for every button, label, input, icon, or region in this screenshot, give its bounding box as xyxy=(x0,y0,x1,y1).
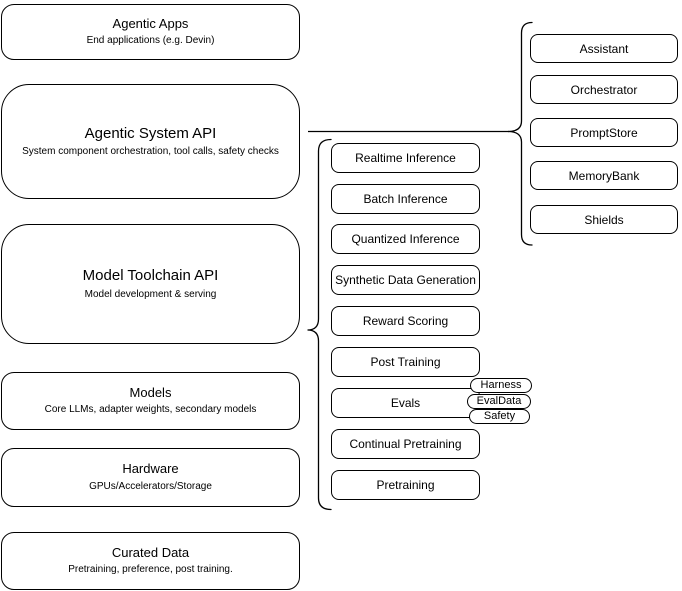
eval-tag-safety: Safety xyxy=(469,409,530,424)
node-pretraining: Pretraining xyxy=(331,470,480,500)
node-subtitle: System component orchestration, tool cal… xyxy=(22,146,279,158)
node-agentic-system-api: Agentic System API System component orch… xyxy=(1,84,300,199)
node-post-training: Post Training xyxy=(331,347,480,377)
node-title: Agentic System API xyxy=(84,124,217,142)
eval-tag-harness: Harness xyxy=(470,378,532,393)
node-quantized-inference: Quantized Inference xyxy=(331,224,480,254)
node-agentic-apps: Agentic Apps End applications (e.g. Devi… xyxy=(1,4,300,60)
node-continual-pretraining: Continual Pretraining xyxy=(331,429,480,459)
middle-column-brace xyxy=(307,138,332,511)
node-realtime-inference: Realtime Inference xyxy=(331,143,480,173)
node-batch-inference: Batch Inference xyxy=(331,184,480,214)
node-model-toolchain-api: Model Toolchain API Model development & … xyxy=(1,224,300,344)
node-title: Agentic Apps xyxy=(112,15,189,31)
node-curated-data: Curated Data Pretraining, preference, po… xyxy=(1,532,300,590)
node-subtitle: End applications (e.g. Devin) xyxy=(86,35,215,47)
node-hardware: Hardware GPUs/Accelerators/Storage xyxy=(1,448,300,507)
node-memorybank: MemoryBank xyxy=(530,161,678,190)
node-reward-scoring: Reward Scoring xyxy=(331,306,480,336)
node-subtitle: Model development & serving xyxy=(84,288,217,300)
node-promptstore: PromptStore xyxy=(530,118,678,147)
right-column-brace xyxy=(507,21,533,246)
node-synthetic-data-generation: Synthetic Data Generation xyxy=(331,265,480,295)
node-shields: Shields xyxy=(530,205,678,234)
node-subtitle: Core LLMs, adapter weights, secondary mo… xyxy=(44,404,257,416)
eval-tag-evaldata: EvalData xyxy=(467,394,531,409)
node-title: Model Toolchain API xyxy=(82,267,219,285)
node-title: Curated Data xyxy=(111,544,190,560)
node-title: Hardware xyxy=(122,461,179,477)
node-subtitle: GPUs/Accelerators/Storage xyxy=(89,480,212,492)
node-models: Models Core LLMs, adapter weights, secon… xyxy=(1,372,300,430)
node-orchestrator: Orchestrator xyxy=(530,75,678,104)
node-evals: Evals xyxy=(331,388,480,418)
node-assistant: Assistant xyxy=(530,34,678,63)
node-subtitle: Pretraining, preference, post training. xyxy=(68,564,233,576)
node-title: Models xyxy=(129,384,172,400)
